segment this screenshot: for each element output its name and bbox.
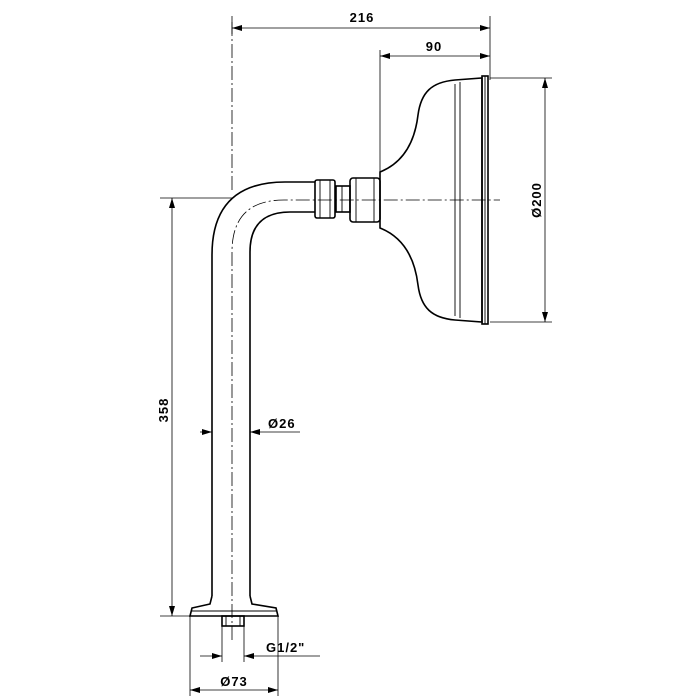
center-lines: [231, 20, 500, 640]
flange-diameter-label: Ø73: [220, 674, 248, 689]
dimension-pipe-diameter: Ø26: [200, 416, 300, 435]
overall-width-label: 216: [350, 10, 375, 25]
wall-flange: [188, 595, 280, 627]
dimension-overall-width: 216: [231, 10, 491, 80]
head-diameter-label: Ø200: [529, 182, 544, 218]
height-label: 358: [156, 398, 171, 423]
dimension-flange-diameter: Ø73: [189, 616, 279, 696]
thread-label: G1/2": [266, 640, 305, 655]
dimension-height: 358: [156, 197, 232, 617]
head-depth-label: 90: [426, 39, 442, 54]
dimension-thread: G1/2": [200, 626, 320, 662]
pipe-diameter-label: Ø26: [268, 416, 296, 431]
dimension-head-diameter: Ø200: [490, 77, 552, 323]
shower-arm-pipe: [211, 181, 315, 596]
dimension-head-depth: 90: [379, 39, 490, 172]
